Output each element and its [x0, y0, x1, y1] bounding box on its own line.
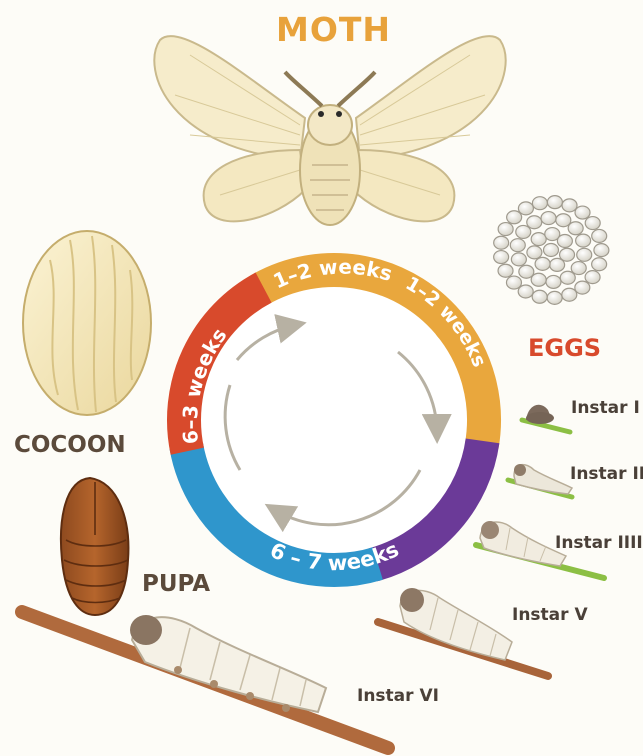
instar-label-3: Instar IIII — [555, 533, 643, 553]
egg — [511, 253, 526, 266]
egg — [568, 222, 583, 235]
egg — [531, 273, 546, 286]
egg — [498, 223, 513, 236]
egg — [547, 196, 562, 209]
moth-illustration — [154, 36, 505, 225]
instar-label-1: Instar I — [571, 398, 640, 418]
egg — [557, 234, 572, 247]
egg — [541, 212, 556, 225]
egg — [494, 236, 509, 249]
egg — [550, 258, 565, 271]
instar-label-6: Instar VI — [357, 686, 439, 706]
instar-2-illustration — [508, 464, 572, 497]
egg — [510, 239, 525, 252]
instar-6-illustration — [22, 612, 388, 748]
egg — [576, 234, 591, 247]
egg — [592, 258, 607, 271]
egg — [547, 291, 562, 304]
egg — [546, 275, 561, 288]
egg — [575, 281, 590, 294]
egg — [531, 233, 546, 246]
egg — [571, 262, 586, 275]
egg — [575, 206, 590, 219]
egg — [560, 271, 575, 284]
cocoon-illustration — [23, 231, 151, 415]
stage-label-moth: MOTH — [276, 10, 391, 49]
egg — [506, 276, 521, 289]
instar-label-5: Instar V — [512, 605, 588, 625]
egg — [527, 246, 542, 259]
egg — [498, 264, 513, 277]
egg — [585, 271, 600, 284]
instar-5-illustration — [378, 588, 548, 676]
instar-label-2: Instar II — [570, 464, 643, 484]
egg — [594, 244, 609, 257]
egg — [544, 244, 559, 257]
egg — [592, 229, 607, 242]
egg — [532, 290, 547, 303]
pupa-illustration — [61, 478, 128, 615]
egg — [527, 216, 542, 229]
egg — [532, 197, 547, 210]
egg — [556, 214, 571, 227]
egg — [535, 257, 550, 270]
ring-inner-disc — [201, 287, 467, 553]
egg — [507, 211, 522, 224]
egg — [494, 251, 509, 264]
egg — [585, 217, 600, 230]
egg — [562, 199, 577, 212]
egg — [518, 202, 533, 215]
egg — [519, 265, 534, 278]
egg — [518, 285, 533, 298]
stage-label-cocoon: COCOON — [14, 432, 126, 458]
egg — [562, 288, 577, 301]
eggs-cluster — [494, 196, 609, 305]
stage-label-pupa: PUPA — [142, 571, 210, 597]
stage-label-eggs: EGGS — [528, 334, 601, 362]
egg — [516, 225, 531, 238]
egg — [577, 248, 592, 261]
instar-1-illustration — [522, 405, 570, 432]
